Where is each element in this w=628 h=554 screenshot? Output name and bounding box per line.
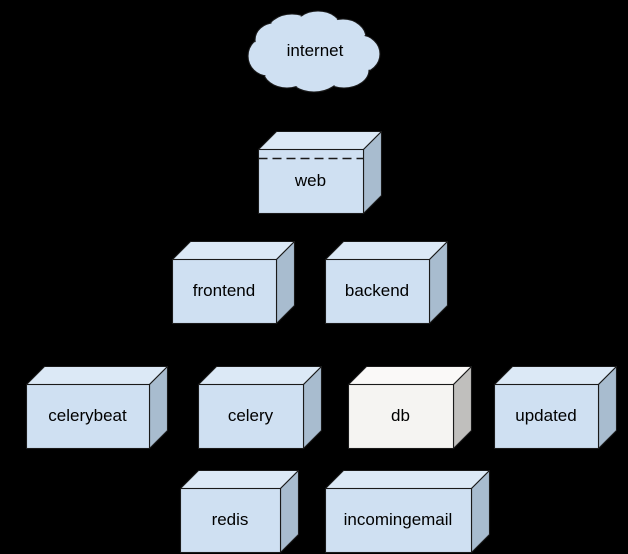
node-internet[interactable]: internet [247, 10, 382, 93]
box3d-shape-icon [171, 240, 296, 325]
node-celery[interactable]: celery [197, 365, 323, 450]
node-celerybeat[interactable]: celerybeat [25, 365, 169, 450]
node-db[interactable]: db [347, 365, 473, 450]
cloud-shape-icon [247, 10, 381, 93]
node-frontend[interactable]: frontend [171, 240, 296, 325]
box3d-shape-icon [347, 365, 473, 450]
box3d-shape-icon [324, 469, 491, 554]
box3d-shape-icon [179, 469, 300, 554]
box3d-shape-icon [25, 365, 169, 450]
box3d-shape-icon [197, 365, 323, 450]
node-web[interactable]: web [257, 130, 383, 215]
node-updated[interactable]: updated [493, 365, 618, 450]
box3d-shape-icon [257, 130, 383, 215]
node-backend[interactable]: backend [324, 240, 449, 325]
node-redis[interactable]: redis [179, 469, 300, 554]
box3d-shape-icon [493, 365, 618, 450]
box3d-shape-icon [324, 240, 449, 325]
node-incomingemail[interactable]: incomingemail [324, 469, 491, 554]
